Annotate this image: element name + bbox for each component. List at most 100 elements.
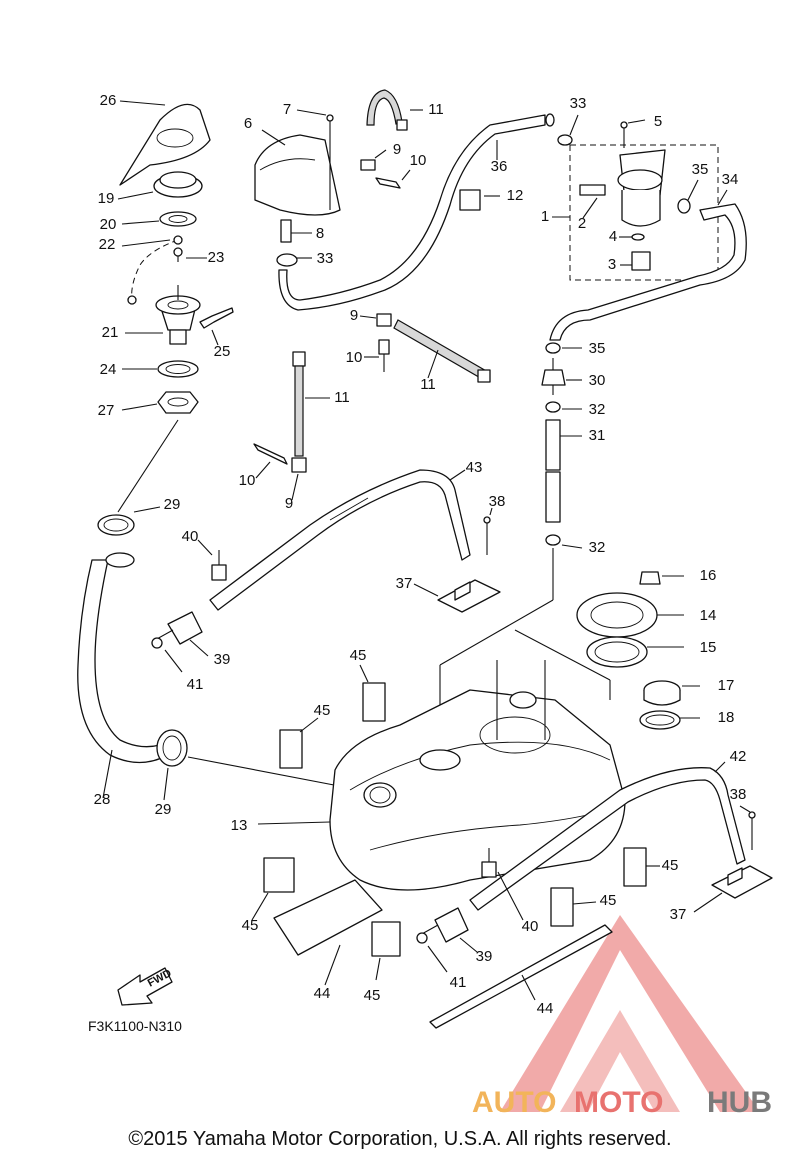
part-16-nut	[639, 571, 684, 585]
callout-9-top: 9	[393, 141, 401, 158]
callout-4: 4	[609, 228, 617, 245]
callout-11-top: 11	[428, 101, 444, 118]
callout-8: 8	[316, 225, 324, 242]
part-14-mount-ring	[576, 592, 684, 638]
callout-24: 24	[100, 361, 117, 378]
callout-39-upper: 39	[214, 651, 231, 668]
callout-38-lower: 38	[730, 786, 747, 803]
callout-2: 2	[578, 215, 586, 232]
part-38-bolt-lower	[739, 805, 756, 850]
part-24-gasket	[122, 360, 199, 378]
part-44-strip-left	[273, 879, 383, 986]
watermark-auto: AUTO	[472, 1086, 556, 1119]
part-39-clip-lower	[434, 907, 478, 953]
part-37-bracket-lower	[693, 865, 773, 913]
part-23-screw	[173, 247, 207, 262]
callout-6: 6	[244, 115, 252, 132]
callout-21: 21	[102, 324, 119, 341]
part-18-clamp	[639, 710, 700, 730]
callout-45-a: 45	[350, 647, 367, 664]
callout-45-f: 45	[364, 987, 381, 1004]
callout-10-top: 10	[410, 152, 427, 169]
part-43-tank-strap	[209, 469, 471, 611]
callout-12: 12	[507, 187, 524, 204]
part-35-clamp-lower	[545, 342, 582, 354]
part-45-pad-e	[251, 857, 295, 921]
callout-29-lower: 29	[155, 801, 172, 818]
callout-22: 22	[99, 236, 116, 253]
part-45-pad-d	[550, 887, 597, 927]
part-45-pad-f	[371, 921, 401, 981]
part-31-hose	[545, 419, 582, 523]
callout-45-b: 45	[314, 702, 331, 719]
watermark-moto: MOTO	[574, 1086, 663, 1119]
callout-33-left: 33	[317, 250, 334, 267]
callout-39-lower: 39	[476, 948, 493, 965]
part-10-pin-top	[375, 169, 411, 189]
part-7-bolt	[296, 109, 334, 210]
part-25-vent	[199, 307, 234, 346]
part-4-o-ring	[619, 233, 645, 241]
callout-numbers: 26 19 20 22 23 21 25 24 27 29 28 29 6 7 …	[94, 92, 747, 1017]
callout-11-vertical: 11	[334, 389, 350, 406]
part-11-strap-top	[366, 89, 423, 131]
callout-38-upper: 38	[489, 493, 506, 510]
watermark-hub: HUB	[707, 1086, 772, 1119]
part-10-pin-middle	[364, 339, 390, 372]
part-42-tank-strap	[469, 761, 746, 911]
part-41-bolt-lower	[416, 924, 448, 973]
callout-36: 36	[491, 158, 508, 175]
part-35-clamp-upper	[677, 179, 699, 214]
callout-35-upper: 35	[692, 161, 709, 178]
callout-16: 16	[700, 567, 717, 584]
callout-44-left: 44	[314, 985, 331, 1002]
copyright-notice: ©2015 Yamaha Motor Corporation, U.S.A. A…	[128, 1128, 672, 1150]
callout-13: 13	[231, 817, 248, 834]
callout-7: 7	[283, 101, 291, 118]
callout-18: 18	[718, 709, 735, 726]
part-19-fuel-cap	[117, 171, 203, 200]
callout-28: 28	[94, 791, 111, 808]
callout-35-lower: 35	[589, 340, 606, 357]
part-17-cap	[643, 680, 700, 706]
callout-10-lower: 10	[239, 472, 256, 489]
fwd-arrow-icon: FWD	[117, 967, 174, 1006]
callout-19: 19	[98, 190, 115, 207]
callout-30: 30	[589, 372, 606, 389]
callout-43: 43	[466, 459, 483, 476]
part-15-gasket	[586, 636, 684, 668]
part-12-bracket	[459, 189, 500, 211]
watermark-logo	[500, 915, 760, 1112]
part-21-filler-neck	[125, 285, 201, 345]
callout-41-lower: 41	[450, 974, 467, 991]
part-20-washer	[121, 211, 197, 227]
callout-9-middle: 9	[350, 307, 358, 324]
part-34-fuel-hose	[549, 189, 747, 341]
part-45-pad-a	[359, 664, 386, 722]
part-22-chain	[121, 235, 183, 305]
part-40-bolt-lower	[481, 848, 524, 921]
part-9-clip-lower	[291, 457, 307, 501]
part-3-filter-cup	[620, 251, 651, 271]
part-40-bolt-upper	[197, 539, 227, 581]
diagram-code: F3K1100-N310	[88, 1018, 182, 1034]
part-36-vent-hose	[278, 113, 555, 311]
callout-26: 26	[100, 92, 117, 109]
callout-40-upper: 40	[182, 528, 199, 545]
callout-40-lower: 40	[522, 918, 539, 935]
part-29-clamp-lower	[156, 729, 361, 801]
callout-20: 20	[100, 216, 117, 233]
part-11-strap-middle	[393, 319, 491, 383]
callout-42: 42	[730, 748, 747, 765]
part-39-clip-upper	[167, 611, 209, 657]
part-13-fuel-tank	[257, 629, 626, 891]
callout-23: 23	[208, 249, 225, 266]
part-45-pad-c	[623, 847, 660, 887]
part-29-clamp-upper	[97, 506, 161, 536]
part-1-filter-assembly	[552, 144, 719, 281]
part-27-nut	[121, 391, 199, 414]
callout-45-d: 45	[600, 892, 617, 909]
callout-1: 1	[541, 208, 549, 225]
watermark-text: AUTO MOTO HUB	[472, 1086, 772, 1119]
